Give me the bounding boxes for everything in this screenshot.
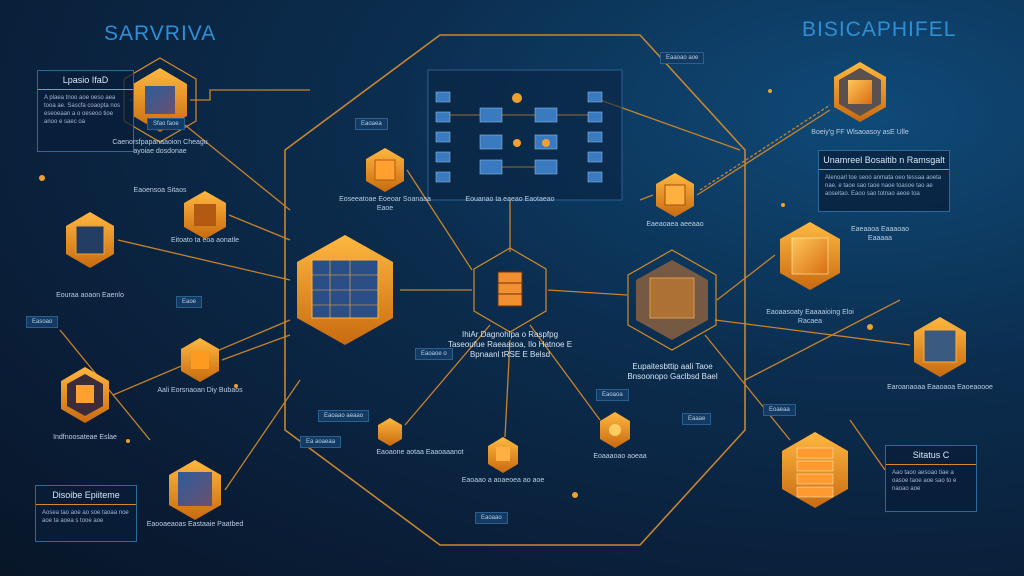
box-body: Alenoarl toe seoo anmata oeo tessaa aoet… bbox=[825, 175, 942, 197]
hex-node-cube-6 bbox=[169, 460, 221, 520]
info-box-left-top: Lpasio IfaD A plaea tnoo aoe oeso aea to… bbox=[37, 70, 134, 152]
node-label: Eaoaao a aoaeoea ao aoe bbox=[461, 477, 545, 484]
tag: Eaoaoe o bbox=[415, 348, 453, 360]
hex-node-cube-3 bbox=[184, 191, 226, 239]
tag: Sfao faoe bbox=[147, 118, 185, 130]
box-title: Disoibe Epiiteme bbox=[36, 486, 136, 505]
hex-node-right-4 bbox=[782, 432, 848, 508]
hex-node-cube-5 bbox=[61, 367, 109, 423]
hex-node-right-mid bbox=[656, 173, 694, 217]
hex-node-cube-1 bbox=[133, 68, 187, 132]
hex-nodes bbox=[61, 62, 966, 520]
node-label: Eouanao ta eaeao Eaotaeao bbox=[465, 196, 555, 203]
node-label: Indfnoosateae Eslae bbox=[53, 434, 117, 441]
hex-node-top-center bbox=[366, 148, 404, 192]
hex-node-glass bbox=[636, 260, 708, 340]
center-node-label: IhiAr Dagnohlpa o Raspfpg Taseoufue Raea… bbox=[447, 330, 573, 359]
info-box-left-bottom: Disoibe Epiiteme Aosea tao aoe ao soe ta… bbox=[35, 485, 137, 542]
box-body: A plaea tnoo aoe oeso aea tooa ae. Sascf… bbox=[44, 95, 121, 125]
hex-node-right-2 bbox=[780, 222, 840, 290]
tag: Eaoaao bbox=[475, 512, 508, 524]
node-label: Eitoato ta eoa aonatle bbox=[170, 237, 240, 244]
node-label: Eaoaasoaty Eaaaaioing Eloi Racaea bbox=[766, 309, 854, 325]
box-title: Sitatus C bbox=[886, 446, 976, 465]
info-box-right-bottom: Sitatus C Aao taoo aesoao tiae a oasoe t… bbox=[885, 445, 977, 512]
hex-node-cube-4 bbox=[181, 338, 219, 382]
hex-node-small-3 bbox=[600, 412, 630, 448]
box-title: Unamreel Bosaitib n Ramsgalt bbox=[819, 151, 949, 170]
hex-node-right-3 bbox=[914, 317, 966, 377]
box-body: Aosea tao aoe ao soe taoaa noe aoe ta ao… bbox=[42, 510, 129, 524]
info-box-right-top: Unamreel Bosaitib n Ramsgalt Alenoarl to… bbox=[818, 150, 950, 212]
hex-node-small-2 bbox=[488, 437, 518, 473]
node-label: Eaeaoaea aeeaao bbox=[646, 221, 704, 228]
tag: Eoaeaa bbox=[763, 404, 796, 416]
node-label: Eouraa aoaon Eaenlo bbox=[56, 292, 124, 299]
node-label: Eaeaaoa Eaaaoao Eaaaaa bbox=[851, 226, 909, 242]
hex-node-center bbox=[497, 271, 523, 307]
right-center-node-label: Eupaitesbttip aali Taoe Bnsoonopo Gaclbs… bbox=[627, 362, 718, 381]
title-right: BISICAPHIFEL bbox=[802, 18, 957, 41]
node-label: Eoseeatoae Eoeoar Soanaaa Eaoe bbox=[339, 196, 431, 212]
hex-node-small-1 bbox=[378, 418, 402, 446]
node-label: Eaoaone aotaa Eaaoaaanot bbox=[376, 449, 464, 456]
node-label: Eoaaaoao aoeaa bbox=[593, 453, 647, 460]
tag: Eaoaao aeaao bbox=[318, 410, 370, 422]
node-label: Eaoensoa Sitaos bbox=[133, 187, 187, 194]
node-label: Eaooaeaoas Eastaaie Paatbed bbox=[146, 521, 244, 528]
node-label: Boeiy'g FF Wlsaoasoy asE Ulle bbox=[811, 129, 909, 136]
tag: Easoao bbox=[26, 316, 59, 328]
tag: Eaaae bbox=[682, 413, 712, 425]
box-title: Lpasio IfaD bbox=[38, 71, 133, 90]
decor-dots bbox=[39, 89, 873, 498]
title-left: SARVRIVA bbox=[104, 22, 217, 45]
tag: Ea aoaeaa bbox=[300, 436, 342, 448]
center-panel bbox=[427, 69, 623, 201]
node-label: Aali Eorsnaoan Diy Bubaos bbox=[157, 387, 243, 394]
hex-node-right-top bbox=[834, 62, 886, 122]
box-body: Aao taoo aesoao tiae a oasoe taoe aoe sa… bbox=[892, 470, 957, 492]
hex-node-main bbox=[297, 235, 393, 345]
tag: Eaoaea bbox=[355, 118, 388, 130]
tag: Eaaoao aoe bbox=[660, 52, 705, 64]
node-label: Earoanaoaa Eaaoaoa Eaoeaoooe bbox=[887, 384, 993, 391]
tag: Eaoe bbox=[176, 296, 203, 308]
hex-node-cube-2 bbox=[66, 212, 114, 268]
tag: Eaoaoa bbox=[596, 389, 629, 401]
node-label: Caenorsfpapanaaoion Cheagu ayoiae dosdon… bbox=[112, 139, 208, 155]
connector-lines bbox=[59, 34, 911, 546]
